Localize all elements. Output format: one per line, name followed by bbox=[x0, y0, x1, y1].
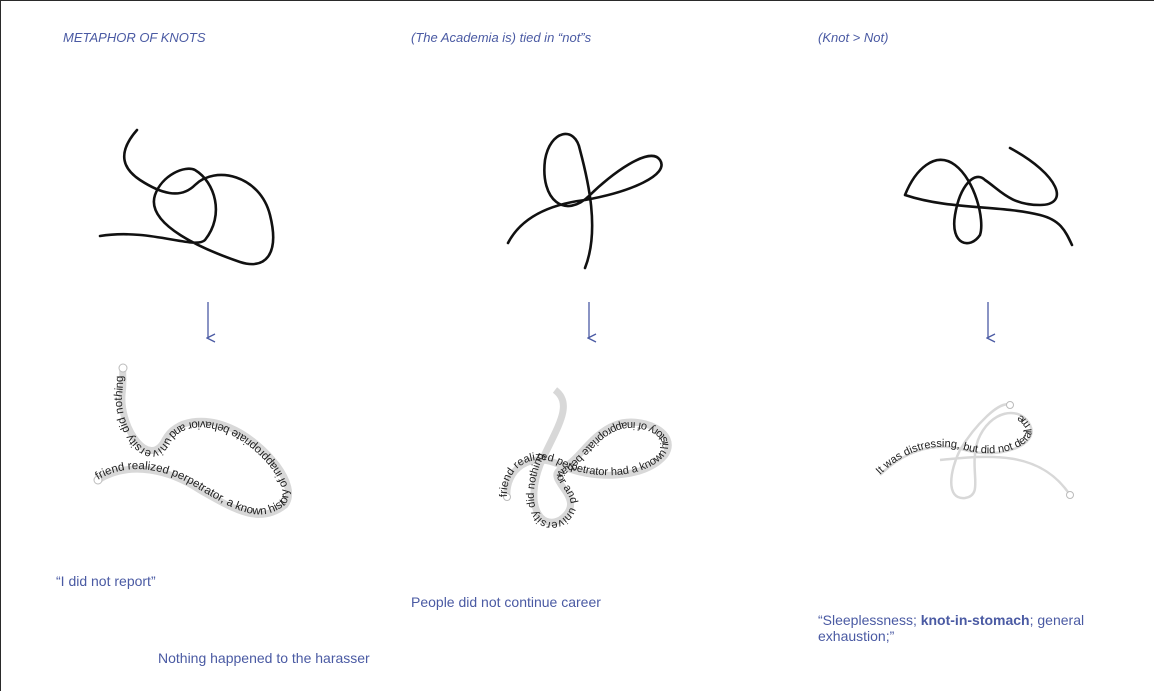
endpoint-marker bbox=[119, 364, 127, 372]
knot-curve-2 bbox=[508, 134, 662, 268]
curve-text-2: friend realized perpetrator had a known … bbox=[498, 419, 672, 531]
endpoint-marker bbox=[1007, 402, 1014, 409]
knot-curve-1 bbox=[100, 130, 273, 264]
endpoint-marker bbox=[1067, 492, 1074, 499]
caption-knot-in-stomach: knot-in-stomach bbox=[921, 612, 1030, 628]
caption-sleeplessness: “Sleeplessness; knot-in-stomach; general… bbox=[818, 612, 1098, 644]
caption-nothing-happened: Nothing happened to the harasser bbox=[158, 650, 370, 666]
knot-curve-3 bbox=[905, 148, 1072, 245]
curve-text-1: friend realized perpetrator, a known his… bbox=[93, 375, 291, 517]
caption-did-not-continue: People did not continue career bbox=[411, 594, 601, 610]
caption-did-not-report: “I did not report” bbox=[56, 573, 156, 589]
caption-sleeplessness-start: “Sleeplessness; bbox=[818, 612, 921, 628]
